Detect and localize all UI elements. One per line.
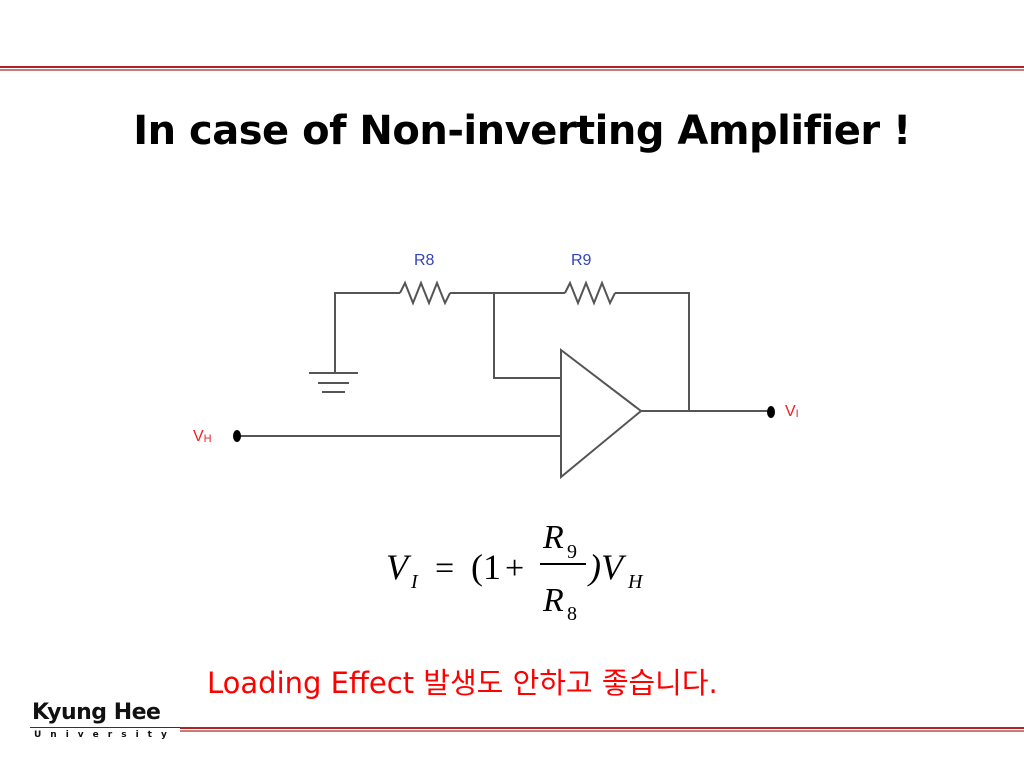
eq-num: R [542,519,564,556]
top-rule-line [0,69,1024,71]
label-output-vi: VI [785,403,799,420]
loading-effect-note: Loading Effect 발생도 안하고 좋습니다. [207,666,718,700]
input-terminal [233,430,241,442]
eq-equals: = [435,550,454,587]
top-rule-line [0,66,1024,68]
eq-den: R [542,582,564,619]
eq-lhs-sub: I [410,571,419,593]
logo-name: Kyung Hee [32,700,161,725]
eq-num-sub: 9 [567,541,577,563]
slide-title: In case of Non-inverting Amplifier ! [133,108,911,154]
ground-symbol [309,372,358,393]
logo-subtitle: University [34,730,176,740]
eq-close-sub: H [627,571,644,593]
resistor-r8 [399,280,451,306]
label-r8: R8 [414,252,435,269]
bottom-rule-line [180,730,1024,732]
logo-divider [30,727,180,728]
university-logo: Kyung Hee University [30,700,180,750]
bottom-rule [180,727,1024,733]
resistor-r9 [564,280,616,306]
wire-feedback [615,292,690,411]
label-input-vh: VH [193,428,212,445]
eq-den-sub: 8 [567,603,577,625]
output-terminal [767,406,775,418]
wire-ground-to-r8 [334,292,400,373]
label-r9: R9 [571,252,592,269]
top-rule [0,66,1024,72]
eq-close: )V [587,547,627,587]
eq-plus: + [505,550,524,587]
wire-inverting-input [493,293,561,379]
eq-lhs: V [386,547,412,587]
eq-open: (1 [471,547,501,587]
op-amp-triangle [560,347,643,480]
bottom-rule-line [180,727,1024,729]
